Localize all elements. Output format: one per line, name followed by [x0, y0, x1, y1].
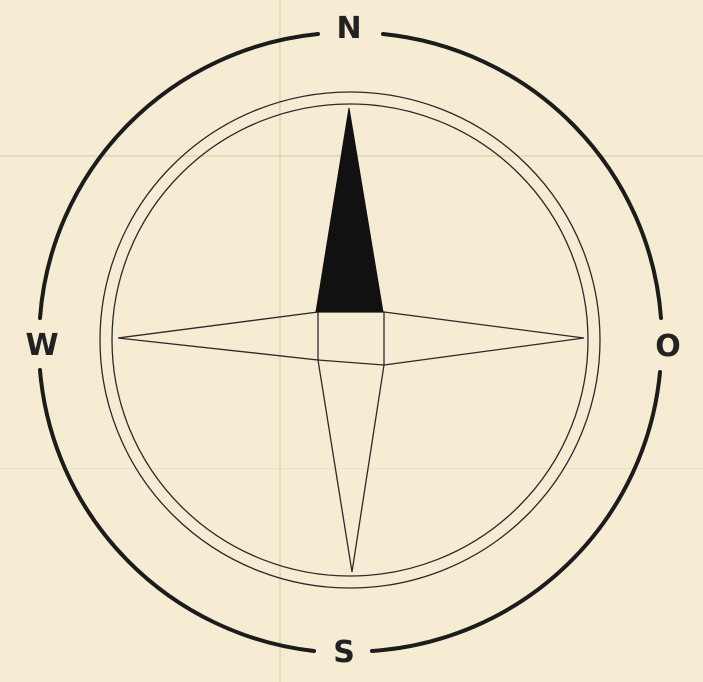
south-point: [318, 360, 384, 572]
north-needle: [316, 108, 383, 312]
outer-ring-sw-arc: [40, 370, 314, 651]
south-label: S: [333, 635, 355, 670]
east-point: [384, 312, 584, 365]
compass-star: [118, 312, 584, 572]
west-point: [118, 312, 318, 360]
north-label: N: [336, 11, 361, 46]
outer-ring-se-arc: [372, 372, 660, 651]
west-label: W: [25, 328, 58, 363]
east-label: O: [655, 329, 681, 364]
